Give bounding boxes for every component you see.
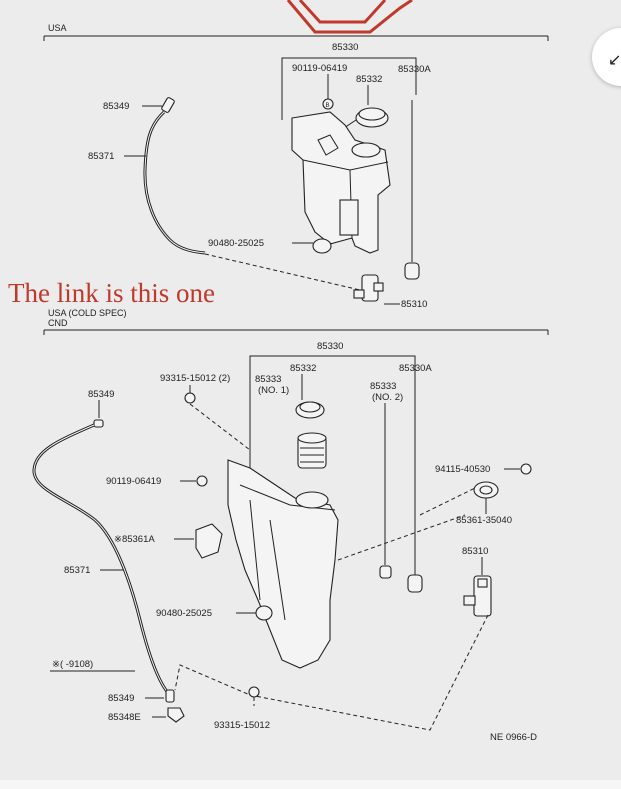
bolt-mark: B: [326, 103, 330, 109]
label-90480-25025-bottom: 90480-25025: [156, 608, 212, 619]
bolt-part: [322, 98, 334, 110]
label-85330A: 85330A: [398, 64, 431, 75]
label-85349-lower: 85349: [108, 693, 134, 704]
section-usa: USA: [48, 23, 67, 33]
hose-part-top: [143, 97, 206, 255]
dash-screw: [189, 403, 251, 451]
clamp-part: [473, 481, 499, 499]
grommet-part: [404, 262, 420, 280]
label-85330A-bottom: 85330A: [399, 363, 432, 374]
label-85310-bottom: 85310: [462, 546, 488, 557]
label-85310-top: 85310: [401, 299, 427, 310]
label-93315-15012: 93315-15012: [214, 720, 270, 731]
grommet-no2-part: [379, 565, 392, 579]
label-85333-no2: 85333: [370, 381, 396, 392]
label-90480-25025-top: 90480-25025: [208, 238, 264, 249]
label-90119-06419-bottom: 90119-06419: [106, 476, 161, 487]
cap-part: [337, 107, 389, 141]
label-9108: ※( -9108): [52, 659, 93, 670]
label-85330: 85330: [332, 42, 358, 53]
label-85371-bottom: 85371: [64, 565, 90, 576]
label-85333-no1: 85333: [255, 374, 281, 385]
label-90119-06419: 90119-06419: [292, 63, 347, 74]
red-outline-arrow-icon: [286, 0, 413, 34]
washer-tank-part-bottom: [227, 459, 339, 669]
elbow-part: [165, 689, 185, 723]
label-85330-bottom: 85330: [317, 341, 343, 352]
label-85349-bottom: 85349: [88, 389, 114, 400]
washer-tank-part: [291, 111, 391, 254]
grommet-90480-top: [312, 238, 332, 254]
label-85361A: ※85361A: [114, 534, 155, 545]
diagram-ref-code: NE 0966-D: [490, 732, 537, 743]
nut-part: [520, 463, 532, 475]
label-85333-no1-sub: (NO. 1): [258, 385, 289, 396]
pump-part-bottom: [463, 575, 492, 617]
label-85333-no2-sub: (NO. 2): [372, 392, 403, 403]
dash-clamp: [419, 487, 476, 516]
dash-link-top: [204, 253, 361, 291]
dash-pump: [337, 514, 466, 561]
label-85332-bottom: 85332: [290, 363, 316, 374]
dash-hose-route: [174, 614, 489, 731]
label-85361-35040: 85361-35040: [456, 515, 512, 526]
section-cnd: CND: [48, 318, 68, 328]
label-93315-15012-2: 93315-15012 (2): [160, 373, 230, 384]
label-85371-top: 85371: [88, 151, 114, 162]
collapse-arrow-icon: ↙: [608, 50, 621, 69]
bolt-part-bottom: [196, 475, 208, 487]
hose-part-bottom: [32, 419, 172, 697]
filter-part: [297, 432, 327, 469]
label-85332: 85332: [356, 74, 382, 85]
section-usa-cold: USA (COLD SPEC): [48, 308, 127, 318]
grommet-90480-bottom: [255, 605, 273, 621]
label-85348E: 85348E: [108, 712, 141, 723]
bottom-bar: [0, 780, 621, 789]
bracket-part: [195, 523, 223, 559]
annotation-text: The link is this one: [8, 278, 215, 308]
screw-part-bottom: [248, 686, 260, 698]
leader-85330-bottom: [249, 355, 416, 470]
screw-part: [184, 392, 196, 404]
pump-part-top: [353, 274, 384, 302]
cap-part-bottom: [295, 401, 325, 419]
leader-85330: [281, 57, 417, 120]
grommet-85330A-part: [407, 574, 423, 593]
label-94115-40530: 94115-40530: [435, 464, 490, 475]
label-85349-top: 85349: [103, 101, 129, 112]
